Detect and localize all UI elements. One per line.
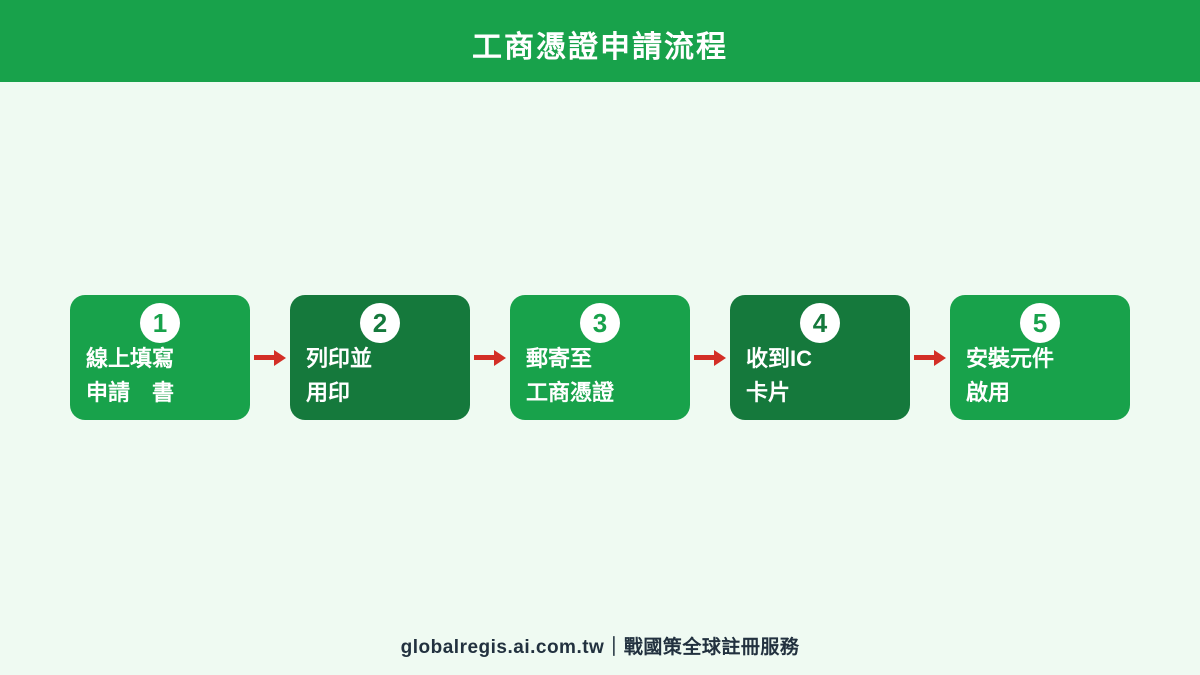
process-flow: 1 線上填寫申請 書 2 列印並用印 3 郵寄至工商憑證 4 收到IC 卡片 5 …: [0, 295, 1200, 420]
arrow-head: [934, 349, 946, 366]
step-line-2: 工商憑證: [526, 380, 615, 405]
footer-brand-text: 戰國策全球註冊服務: [623, 637, 800, 658]
step-box-5: 5 安裝元件啟用: [950, 295, 1130, 420]
title-banner: 工商憑證申請流程: [0, 0, 1200, 82]
footer-brand-line: globalregis.ai.com.tw｜戰國策全球註冊服務: [0, 632, 1200, 659]
footer-site-text: globalregis.ai.com.tw: [400, 637, 605, 658]
step-box-2: 2 列印並用印: [290, 295, 470, 420]
arrow-shaft: [694, 355, 714, 360]
step-line-1: 列印並: [306, 346, 373, 371]
arrow-right-icon: [250, 295, 290, 420]
step-label: 收到IC 卡片: [746, 342, 812, 410]
step-label: 列印並用印: [306, 342, 372, 410]
arrow-head: [714, 349, 726, 366]
arrow-shaft: [254, 355, 274, 360]
step-line-2: 啟用: [966, 380, 1011, 405]
step-box-1: 1 線上填寫申請 書: [70, 295, 250, 420]
step-number-badge: 4: [800, 303, 840, 343]
arrow-right-icon: [470, 295, 510, 420]
step-number-badge: 1: [140, 303, 180, 343]
step-number-badge: 5: [1020, 303, 1060, 343]
arrow-head: [494, 349, 506, 366]
step-label: 郵寄至工商憑證: [526, 342, 614, 410]
page-title: 工商憑證申請流程: [472, 31, 728, 64]
arrow-right-icon: [690, 295, 730, 420]
step-line-1: 收到IC: [746, 346, 813, 371]
step-line-2: 卡片: [746, 380, 791, 405]
step-box-4: 4 收到IC 卡片: [730, 295, 910, 420]
arrow-right-icon: [910, 295, 950, 420]
step-number-badge: 2: [360, 303, 400, 343]
step-line-2: 申請 書: [86, 380, 175, 405]
arrow-shaft: [474, 355, 494, 360]
arrow-head: [274, 349, 286, 366]
arrow-shaft: [914, 355, 934, 360]
step-line-1: 郵寄至: [526, 346, 593, 371]
step-line-2: 用印: [306, 380, 351, 405]
step-line-1: 安裝元件: [966, 346, 1055, 371]
step-number-badge: 3: [580, 303, 620, 343]
footer-separator: ｜: [604, 637, 624, 658]
step-label: 線上填寫申請 書: [86, 342, 174, 410]
step-line-1: 線上填寫: [86, 346, 175, 371]
step-label: 安裝元件啟用: [966, 342, 1054, 410]
step-box-3: 3 郵寄至工商憑證: [510, 295, 690, 420]
